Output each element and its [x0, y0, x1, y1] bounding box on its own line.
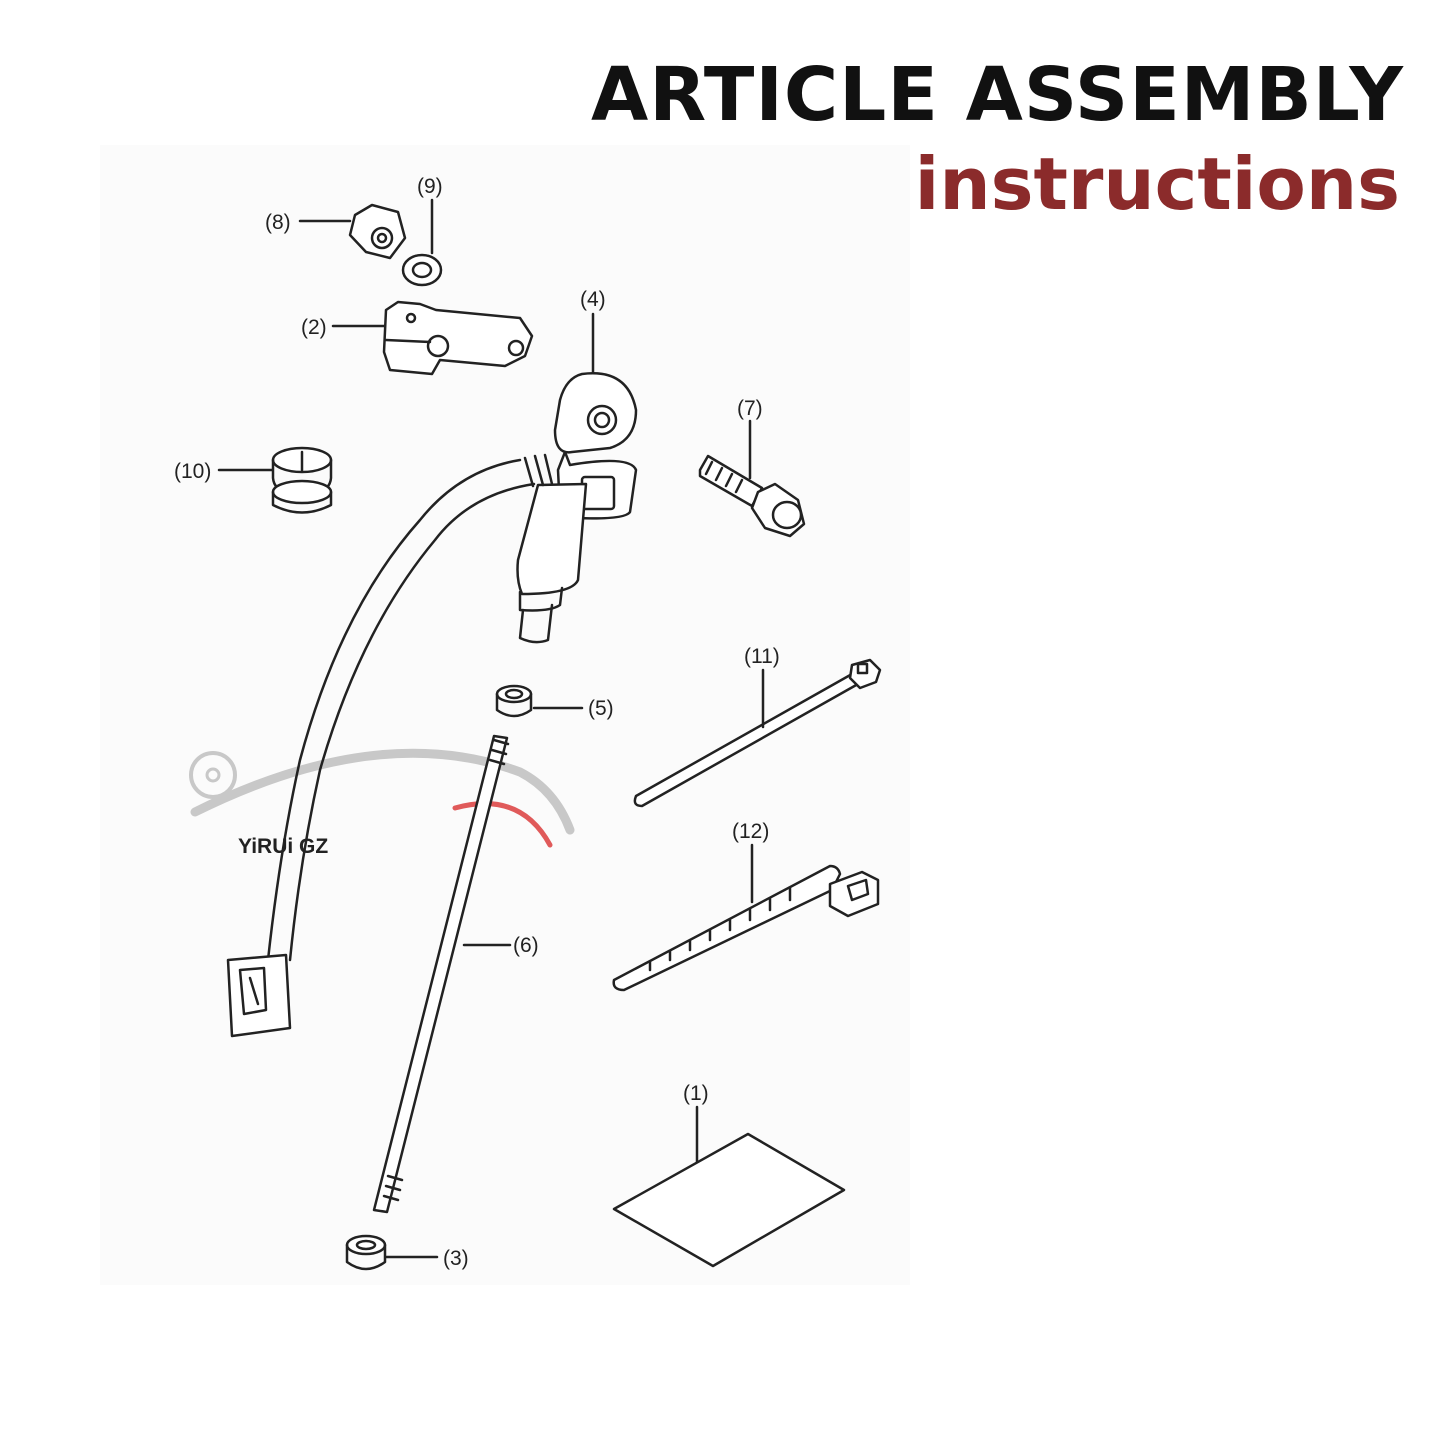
callout-1: (1)	[683, 1082, 709, 1105]
callout-12: (12)	[732, 820, 769, 843]
callout-6: (6)	[513, 934, 539, 957]
callout-10: (10)	[174, 460, 211, 483]
part-4-sensor-harness	[226, 372, 638, 1038]
part-9-washer	[401, 253, 443, 287]
callout-4: (4)	[580, 288, 606, 311]
part-1-sheet	[612, 1132, 846, 1268]
part-11-cable-tie	[633, 658, 882, 808]
part-7-bolt	[698, 454, 806, 538]
part-12-clamp-tie	[612, 864, 880, 992]
callout-5: (5)	[588, 697, 614, 720]
page-subtitle: instructions	[914, 142, 1400, 226]
part-10-bushing	[271, 446, 333, 514]
part-2-bracket	[382, 300, 534, 376]
callout-11: (11)	[744, 645, 780, 668]
part-6-stud	[372, 734, 510, 1214]
part-3-nut	[345, 1234, 387, 1271]
part-8-grommet	[348, 203, 407, 260]
watermark-logo: YiRUi GZ	[189, 748, 575, 858]
callout-3: (3)	[443, 1247, 469, 1270]
callout-7: (7)	[737, 397, 763, 420]
page-title: ARTICLE ASSEMBLY	[590, 52, 1404, 138]
callout-9: (9)	[417, 175, 443, 198]
callout-8: (8)	[265, 211, 291, 234]
part-5-nut	[495, 684, 533, 718]
callout-2: (2)	[301, 316, 327, 339]
